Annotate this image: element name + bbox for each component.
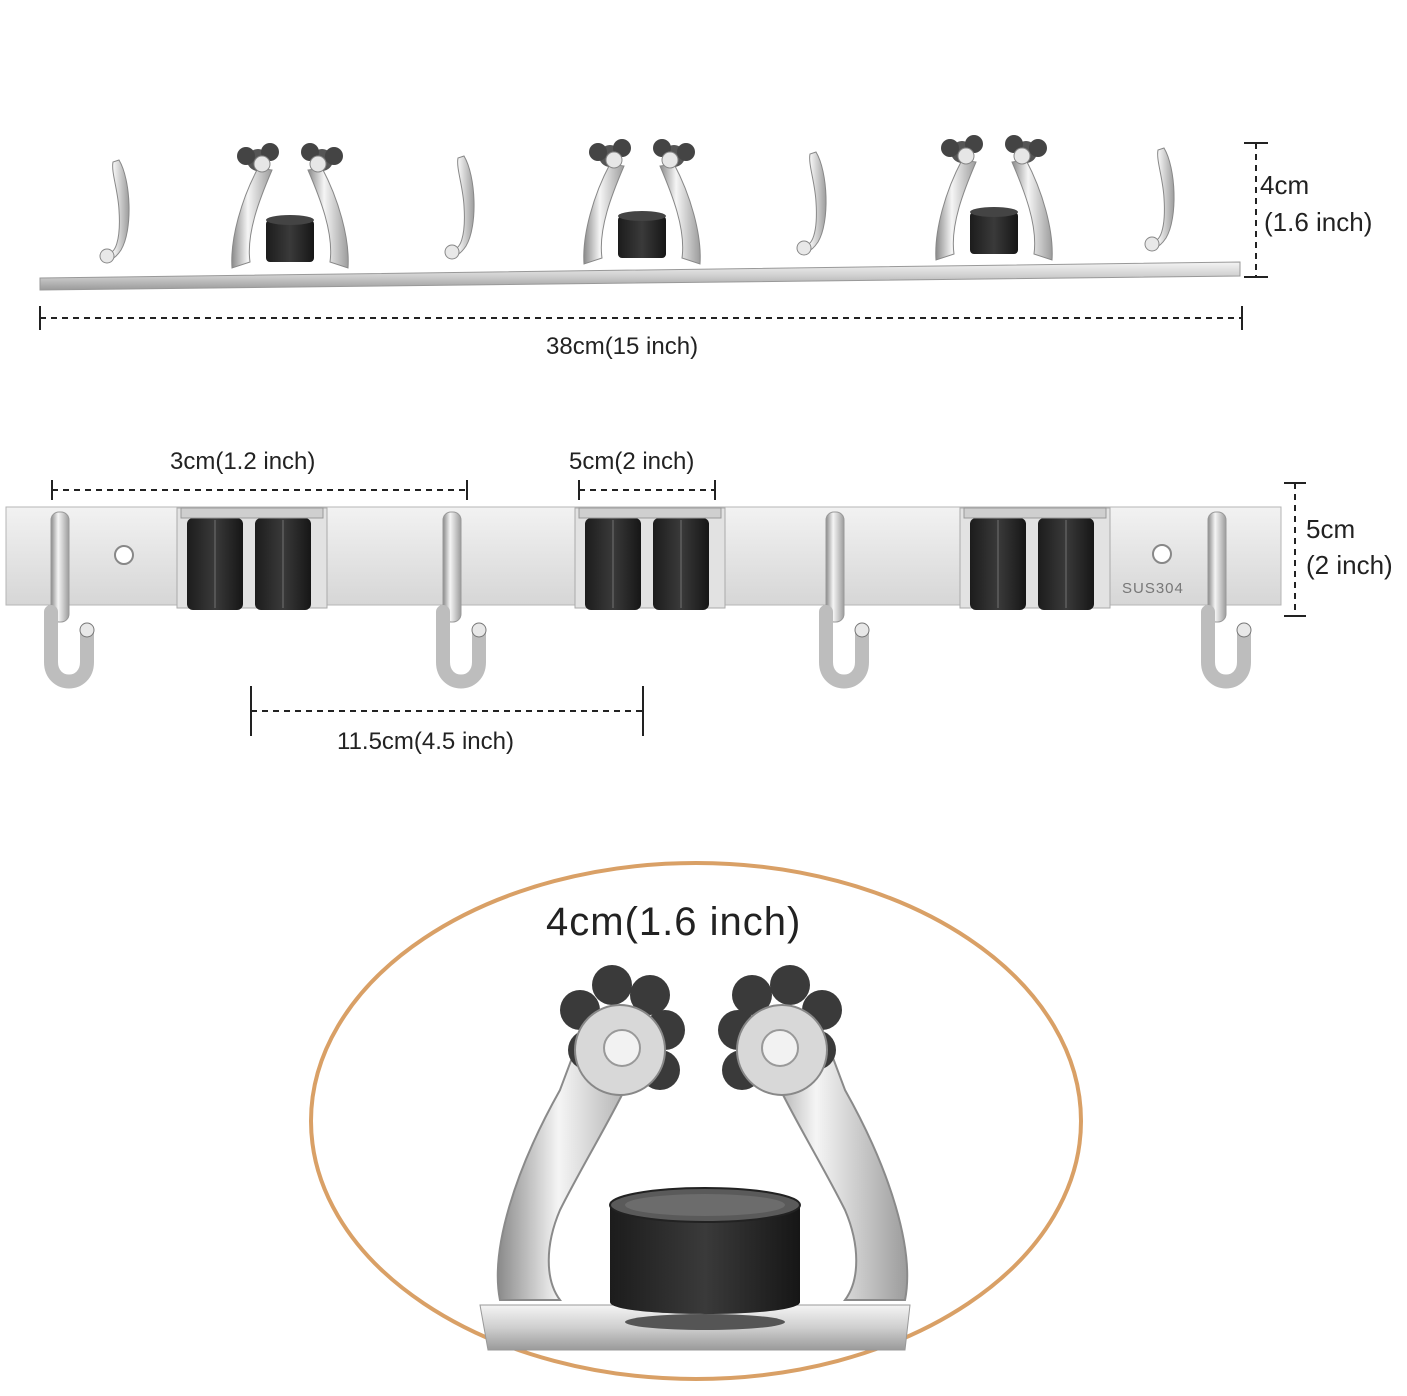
front-height-dimension-line bbox=[1284, 482, 1306, 617]
top-height-inch-label: (1.6 inch) bbox=[1264, 207, 1373, 237]
top-mounting-plate bbox=[39, 261, 1241, 291]
clip-width-label: 5cm(2 inch) bbox=[569, 448, 695, 475]
top-hook-4 bbox=[1144, 147, 1175, 252]
detail-size-label: 4cm(1.6 inch) bbox=[546, 900, 802, 944]
screw-hole-right bbox=[1152, 544, 1172, 564]
front-clip-1 bbox=[176, 507, 328, 611]
material-stamp: SUS304 bbox=[1122, 580, 1184, 597]
clip-spacing-dimension-line bbox=[250, 686, 644, 736]
front-height-label: 5cm bbox=[1306, 514, 1356, 544]
hook-to-clip-dimension-line bbox=[51, 480, 468, 500]
screw-hole-left bbox=[114, 545, 134, 565]
top-view-rack bbox=[39, 134, 1241, 291]
detail-rubber-stopper bbox=[609, 1187, 801, 1330]
top-hook-1 bbox=[99, 159, 130, 264]
top-height-label: 4cm bbox=[1260, 170, 1310, 200]
top-hook-2 bbox=[444, 155, 475, 260]
detail-right-roller bbox=[718, 965, 842, 1096]
detail-highlight-ring bbox=[309, 861, 1083, 1381]
top-width-label: 38cm(15 inch) bbox=[546, 333, 699, 360]
hook-to-clip-label: 3cm(1.2 inch) bbox=[170, 448, 316, 475]
top-height-dimension-line bbox=[1244, 142, 1268, 278]
front-view-rack bbox=[5, 507, 1282, 682]
top-clip-2 bbox=[583, 138, 701, 265]
top-clip-3 bbox=[935, 134, 1053, 261]
clip-width-dimension-line bbox=[578, 480, 716, 500]
detail-left-roller bbox=[560, 965, 685, 1096]
top-clip-1 bbox=[231, 142, 349, 269]
front-clip-2 bbox=[574, 507, 726, 611]
top-hook-3 bbox=[796, 151, 827, 256]
clip-spacing-label: 11.5cm(4.5 inch) bbox=[337, 728, 514, 755]
detail-clip bbox=[479, 965, 911, 1351]
front-clip-3 bbox=[959, 507, 1111, 611]
top-width-dimension-line bbox=[39, 306, 1243, 330]
front-height-inch-label: (2 inch) bbox=[1306, 550, 1393, 580]
